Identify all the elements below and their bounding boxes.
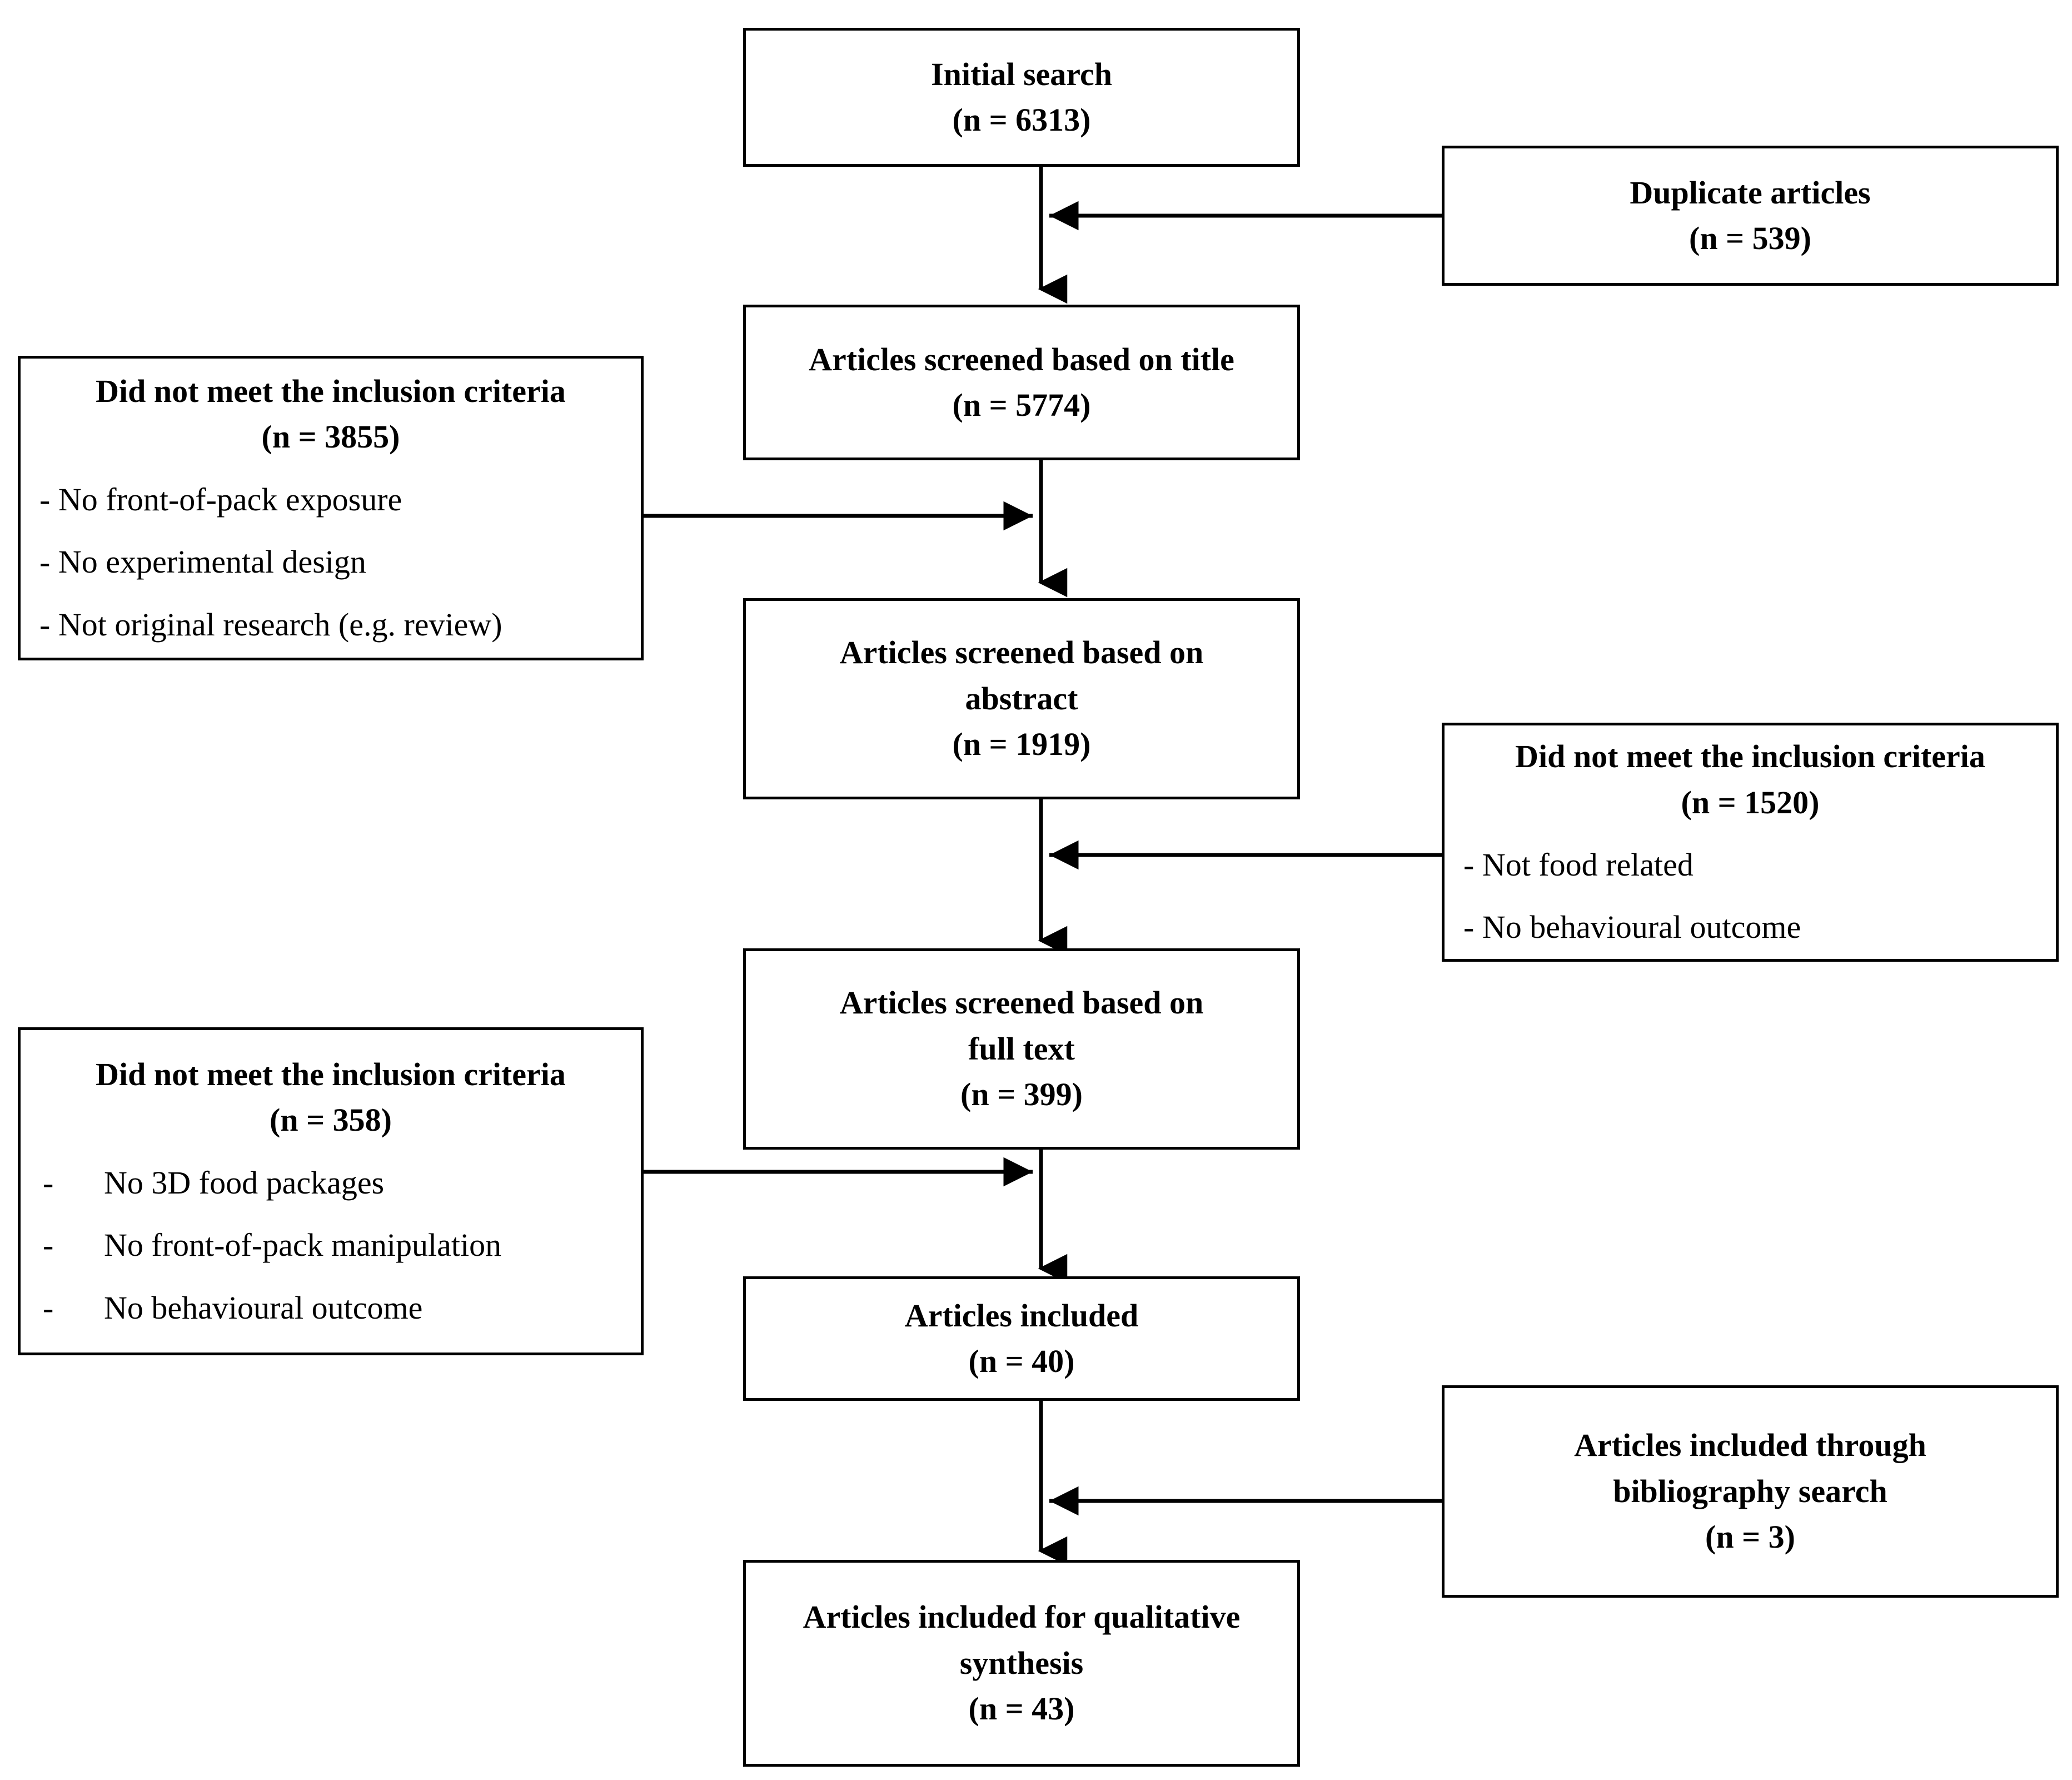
node-exclusion-title-reason-1: - No front-of-pack exposure: [39, 481, 402, 518]
node-exclusion-fulltext-reason-2-text: No front-of-pack manipulation: [104, 1227, 502, 1264]
node-screened-title: Articles screened based on title (n = 57…: [743, 305, 1300, 460]
node-screened-abstract-line1: Articles screened based on: [839, 634, 1204, 671]
node-qualitative-synthesis: Articles included for qualitative synthe…: [743, 1560, 1300, 1767]
node-screened-abstract-count: (n = 1919): [952, 726, 1091, 763]
node-duplicate-articles-count: (n = 539): [1689, 220, 1811, 256]
node-exclusion-abstract-count: (n = 1520): [1681, 784, 1820, 821]
node-initial-search: Initial search (n = 6313): [743, 28, 1300, 167]
dash-marker-icon: -: [43, 1227, 54, 1264]
node-screened-fulltext: Articles screened based on full text (n …: [743, 948, 1300, 1150]
node-bibliography-search: Articles included through bibliography s…: [1442, 1385, 2059, 1598]
node-exclusion-abstract-reason-1: - Not food related: [1463, 847, 1694, 883]
node-duplicate-articles-line1: Duplicate articles: [1630, 174, 1871, 211]
node-exclusion-fulltext: Did not meet the inclusion criteria (n =…: [18, 1027, 644, 1355]
node-exclusion-abstract: Did not meet the inclusion criteria (n =…: [1442, 723, 2059, 962]
node-exclusion-title-reason-2: - No experimental design: [39, 544, 366, 580]
node-initial-search-line1: Initial search: [931, 56, 1112, 92]
node-screened-fulltext-count: (n = 399): [960, 1076, 1083, 1113]
node-qualitative-synthesis-line2: synthesis: [959, 1644, 1084, 1681]
node-exclusion-fulltext-reason-3-text: No behavioural outcome: [104, 1289, 423, 1326]
dash-marker-icon: -: [43, 1164, 54, 1201]
node-screened-fulltext-line1: Articles screened based on: [839, 985, 1204, 1021]
node-duplicate-articles: Duplicate articles (n = 539): [1442, 146, 2059, 286]
node-exclusion-fulltext-reason-1: - No 3D food packages: [39, 1160, 622, 1206]
node-exclusion-abstract-reason-2: - No behavioural outcome: [1463, 909, 1801, 946]
node-exclusion-fulltext-count: (n = 358): [270, 1102, 392, 1138]
node-screened-abstract: Articles screened based on abstract (n =…: [743, 598, 1300, 799]
node-exclusion-title-count: (n = 3855): [261, 419, 400, 455]
node-bibliography-search-line1: Articles included through: [1574, 1427, 1926, 1464]
node-bibliography-search-line2: bibliography search: [1613, 1473, 1887, 1509]
dash-marker-icon: -: [43, 1289, 54, 1326]
node-exclusion-title-heading: Did not meet the inclusion criteria: [96, 373, 566, 410]
node-screened-title-count: (n = 5774): [952, 387, 1091, 423]
node-articles-included-count: (n = 40): [968, 1343, 1075, 1379]
node-qualitative-synthesis-line1: Articles included for qualitative: [803, 1599, 1241, 1635]
node-qualitative-synthesis-count: (n = 43): [968, 1690, 1075, 1727]
node-exclusion-abstract-heading: Did not meet the inclusion criteria: [1515, 738, 1985, 775]
node-exclusion-fulltext-reason-2: - No front-of-pack manipulation: [39, 1222, 622, 1268]
node-screened-title-line1: Articles screened based on title: [809, 341, 1234, 377]
node-exclusion-fulltext-reason-1-text: No 3D food packages: [104, 1164, 385, 1201]
node-initial-search-count: (n = 6313): [952, 102, 1091, 138]
node-exclusion-title-reason-3: - Not original research (e.g. review): [39, 606, 502, 643]
node-articles-included: Articles included (n = 40): [743, 1276, 1300, 1401]
node-screened-fulltext-line2: full text: [968, 1030, 1075, 1067]
node-bibliography-search-count: (n = 3): [1705, 1519, 1795, 1555]
node-exclusion-title: Did not meet the inclusion criteria (n =…: [18, 356, 644, 660]
node-exclusion-fulltext-reason-3: - No behavioural outcome: [39, 1285, 622, 1331]
node-exclusion-fulltext-heading: Did not meet the inclusion criteria: [96, 1056, 566, 1093]
node-screened-abstract-line2: abstract: [965, 680, 1078, 717]
node-articles-included-line1: Articles included: [904, 1297, 1139, 1334]
